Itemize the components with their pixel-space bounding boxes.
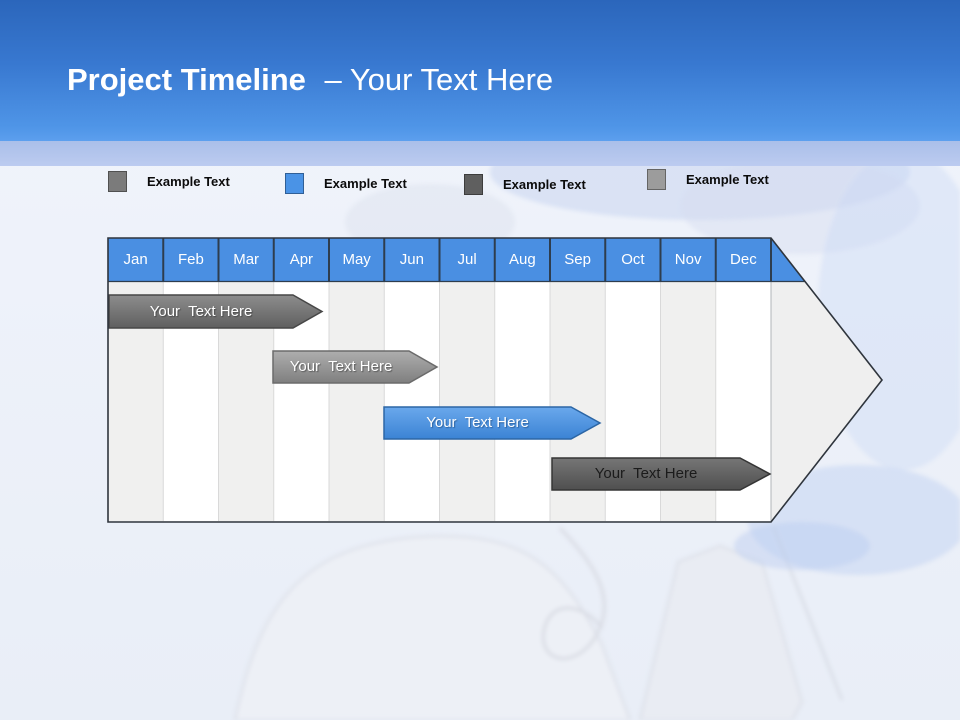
legend-item-3: Example Text [464, 174, 586, 195]
month-cell-may: May [342, 251, 371, 268]
legend-swatch-lightgray [647, 169, 666, 190]
reflection-graphic [233, 522, 870, 720]
month-header-row: Jan Feb Mar Apr May Jun Jul Aug Sep Oct … [108, 238, 771, 281]
task-bar-2 [272, 350, 439, 384]
legend-item-1: Example Text [108, 171, 230, 192]
legend-item-4: Example Text [647, 169, 769, 190]
legend-label: Example Text [503, 177, 586, 192]
month-cell-oct: Oct [621, 251, 645, 268]
task-bar-1 [108, 294, 324, 329]
task-bar-3-label: Your Text Here [426, 414, 529, 431]
timeline-arrow-outline [107, 237, 884, 523]
month-cell-dec: Dec [730, 251, 757, 268]
task-bar-4 [551, 457, 772, 491]
banner-accent-band [0, 141, 960, 166]
legend-swatch-darkgray [464, 174, 483, 195]
title-banner: Project Timeline – Your Text Here [0, 0, 960, 141]
legend-label: Example Text [686, 172, 769, 187]
task-bar-4-label: Your Text Here [594, 465, 698, 482]
legend-item-2: Example Text [285, 173, 407, 194]
month-cell-mar: Mar [233, 251, 260, 268]
task-bar-3 [383, 406, 602, 440]
month-cell-aug: Aug [509, 251, 536, 268]
month-cell-apr: Apr [289, 251, 314, 268]
title-main: Project Timeline [67, 62, 306, 97]
task-bar-1-label: Your Text Here [149, 303, 253, 320]
month-header-band [108, 238, 805, 281]
legend-label: Example Text [147, 174, 230, 189]
legend-swatch-gray [108, 171, 127, 192]
month-cell-sep: Sep [564, 251, 591, 268]
task-bar-2-label: Your Text Here [289, 358, 393, 375]
month-cell-jul: Jul [457, 251, 477, 268]
legend-label: Example Text [324, 176, 407, 191]
title-suffix: – Your Text Here [324, 62, 554, 97]
month-header-separators [108, 238, 805, 283]
month-cell-feb: Feb [177, 251, 204, 268]
month-cell-jun: Jun [399, 251, 424, 268]
month-cell-nov: Nov [674, 251, 702, 268]
legend-swatch-blue [285, 173, 304, 194]
month-cell-jan: Jan [123, 251, 148, 268]
page-title: Project Timeline – Your Text Here [67, 62, 553, 98]
